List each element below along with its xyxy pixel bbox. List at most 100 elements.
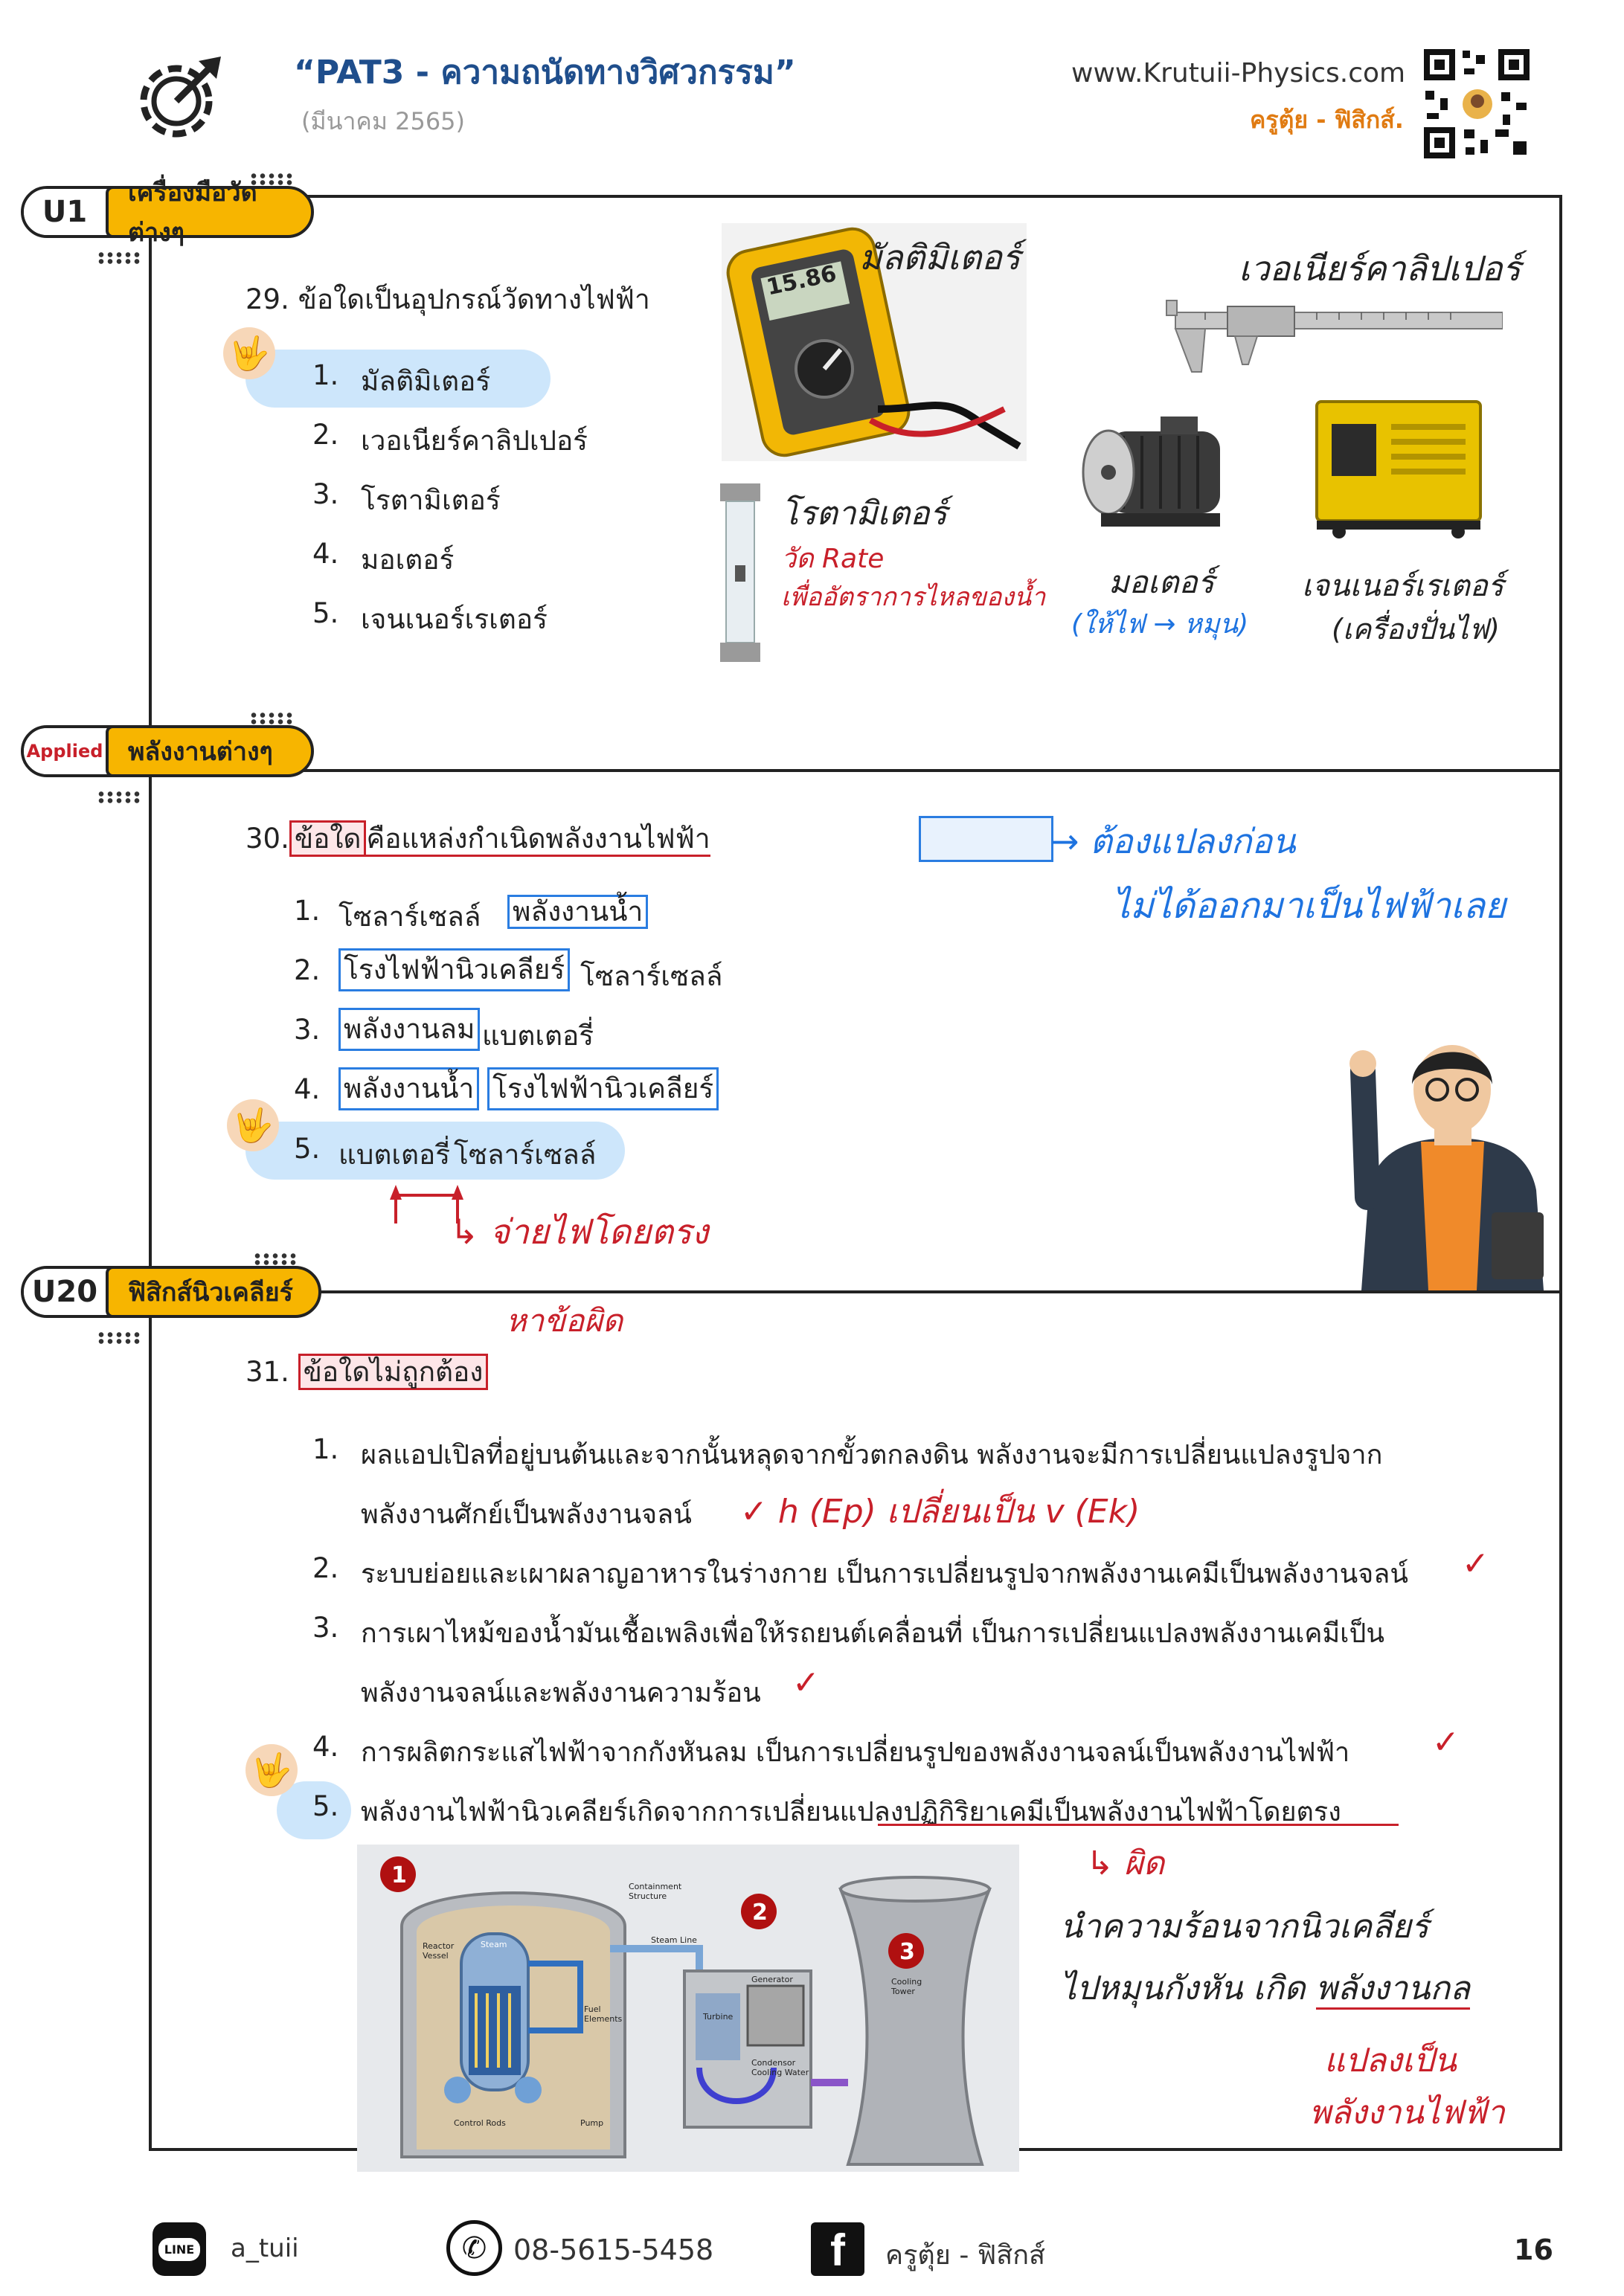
section-tag-u20: U20 ฟิสิกส์นิวเคลียร์ bbox=[21, 1266, 321, 1318]
option-b: แบตเตอรี่ bbox=[482, 1020, 594, 1052]
answer-highlight bbox=[277, 1781, 351, 1839]
diagram-label-condenser: Condensor Cooling Water bbox=[751, 2058, 809, 2077]
option-b: โซลาร์เซลล์ bbox=[580, 960, 723, 992]
page-title: “PAT3 - ความถนัดทางวิศวกรรม” bbox=[294, 54, 796, 91]
check-mark-icon: ✓ bbox=[1462, 1545, 1489, 1583]
note-must-convert: → ต้องแปลงก่อน bbox=[1050, 821, 1296, 861]
option-text: มอเตอร์ bbox=[361, 544, 455, 576]
option-text-line2: พลังงานศักย์เป็นพลังงานจลน์ bbox=[361, 1499, 692, 1530]
section-divider-1 bbox=[149, 769, 1562, 772]
answer-highlight bbox=[245, 350, 551, 408]
note-rotameter-flow: เพื่ออัตราการไหลของน้ำ bbox=[781, 582, 1046, 612]
option-number: 5. bbox=[312, 597, 339, 629]
note-motor: มอเตอร์ bbox=[1108, 564, 1215, 600]
line-icon[interactable]: LINE bbox=[153, 2222, 206, 2276]
website-link[interactable]: www.Krutuii-Physics.com bbox=[1071, 58, 1406, 89]
option-number: 4. bbox=[312, 1731, 339, 1763]
red-arrow-connector bbox=[387, 1179, 469, 1231]
generator-image bbox=[1309, 394, 1488, 539]
note-explanation-line1: นำความร้อนจากนิวเคลียร์ bbox=[1060, 1908, 1429, 1946]
question-number: 31. bbox=[245, 1356, 289, 1388]
option-text-line2: พลังงานจลน์และพลังงานความร้อน bbox=[361, 1678, 761, 1708]
check-mark-icon: ✓ bbox=[792, 1664, 820, 1702]
option-annotation: ✓ h (Ep) เปลี่ยนเป็น v (Ek) bbox=[740, 1493, 1140, 1531]
page-number: 16 bbox=[1514, 2234, 1553, 2266]
legend-box bbox=[919, 816, 1053, 862]
option-number: 2. bbox=[294, 954, 321, 986]
question-31: 31. ข้อใดไม่ถูกต้อง bbox=[245, 1350, 489, 1394]
option-text: ระบบย่อยและเผาผลาญอาหารในร่างกาย เป็นการ… bbox=[361, 1559, 1408, 1589]
note-motor-function: (ให้ไฟ → หมุน) bbox=[1071, 609, 1249, 640]
question-rest: คือแหล่งกำเนิดพลังงานไฟฟ้า bbox=[366, 823, 710, 857]
qr-code-icon[interactable] bbox=[1421, 46, 1532, 161]
note-explanation-line2: ไปหมุนกังหัน เกิด พลังงานกล bbox=[1060, 1962, 1470, 2014]
option-number: 4. bbox=[294, 1073, 321, 1105]
section-tag-number: Applied bbox=[24, 728, 106, 774]
check-mark-icon: ✓ bbox=[1432, 1723, 1460, 1761]
section-tag-number: U1 bbox=[24, 189, 106, 235]
option-a: แบตเตอรี่ bbox=[338, 1139, 451, 1171]
note-vernier: เวอเนียร์คาลิปเปอร์ bbox=[1239, 248, 1521, 289]
hand-pointer-icon: 🤟 bbox=[245, 1744, 298, 1796]
question-keyword-box: ข้อใด bbox=[289, 820, 367, 857]
note-generator-function: (เครื่องปั่นไฟ) bbox=[1332, 613, 1500, 646]
option-text: การผลิตกระแสไฟฟ้าจากกังหันลม เป็นการเปลี… bbox=[361, 1737, 1350, 1768]
decorative-dots bbox=[253, 1252, 298, 1266]
question-30: 30.ข้อใดคือแหล่งกำเนิดพลังงานไฟฟ้า bbox=[245, 817, 710, 861]
option-number: 3. bbox=[312, 478, 339, 510]
hand-pointer-icon: 🤟 bbox=[223, 327, 275, 379]
note-multimeter: มัลติมิเตอร์ bbox=[859, 237, 1021, 277]
teacher-photo bbox=[1347, 1019, 1559, 1290]
diagram-label-pump: Pump bbox=[580, 2118, 604, 2128]
red-underline bbox=[878, 1824, 1399, 1826]
section-divider-2 bbox=[149, 1290, 1562, 1293]
answer-highlight bbox=[245, 1122, 625, 1180]
facebook-page[interactable]: ครูตุ้ย - ฟิสิกส์ bbox=[885, 2240, 1045, 2271]
rotameter-image bbox=[714, 483, 766, 662]
line-id[interactable]: a_tuii bbox=[231, 2234, 299, 2263]
diagram-label-cooling-tower: Cooling Tower bbox=[891, 1977, 922, 1996]
diagram-label-containment: Containment Structure bbox=[629, 1882, 682, 1901]
diagram-label-steam: Steam bbox=[481, 1940, 507, 1949]
option-number: 3. bbox=[312, 1612, 339, 1644]
hand-pointer-icon: 🤟 bbox=[227, 1099, 279, 1151]
decorative-dots bbox=[97, 251, 141, 265]
option-text: เจนเนอร์เรเตอร์ bbox=[361, 603, 548, 635]
motor-image bbox=[1071, 409, 1242, 539]
note-direct-supply: ↳ จ่ายไฟโดยตรง bbox=[450, 1212, 709, 1252]
diagram-label-fuel: Fuel Elements bbox=[584, 2004, 623, 2024]
option-a: โรงไฟฟ้านิวเคลียร์ bbox=[338, 948, 571, 991]
diagram-label-reactor: Reactor Vessel bbox=[423, 1941, 455, 1961]
option-text: มัลติมิเตอร์ bbox=[361, 365, 491, 397]
question-number: 30. bbox=[245, 823, 289, 855]
page-subtitle: (มีนาคม 2565) bbox=[301, 107, 466, 135]
option-text: เวอเนียร์คาลิปเปอร์ bbox=[361, 425, 588, 457]
phone-icon[interactable]: ✆ bbox=[446, 2220, 502, 2276]
option-number: 1. bbox=[312, 1433, 339, 1465]
nuclear-plant-diagram: 1 2 3 Containment Structure Reactor Vess… bbox=[357, 1845, 1019, 2172]
option-a: พลังงานลม bbox=[338, 1008, 481, 1051]
option-text: ผลแอปเปิลที่อยู่บนต้นและจากนั้นหลุดจากขั… bbox=[361, 1440, 1383, 1470]
option-number: 5. bbox=[312, 1790, 339, 1822]
option-a: พลังงานน้ำ bbox=[338, 1067, 480, 1110]
note-generator: เจนเนอร์เรเตอร์ bbox=[1302, 569, 1504, 603]
note-electrical-energy: พลังงานไฟฟ้า bbox=[1309, 2094, 1505, 2132]
decorative-dots bbox=[97, 791, 141, 804]
section-tag-label: ฟิสิกส์นิวเคลียร์ bbox=[106, 1266, 321, 1318]
diagram-label-generator: Generator bbox=[751, 1975, 793, 1984]
decorative-dots bbox=[97, 1331, 141, 1345]
note-wrong: ↳ ผิด bbox=[1086, 1845, 1165, 1882]
section-tag-label: เครื่องมือวัดต่างๆ bbox=[106, 178, 314, 248]
option-a: โซลาร์เซลล์ bbox=[338, 901, 481, 933]
option-text: โรตามิเตอร์ bbox=[361, 484, 501, 516]
facebook-icon[interactable]: f bbox=[811, 2222, 864, 2276]
multimeter-image: 15.86 bbox=[722, 223, 1027, 461]
section-tag-applied: Applied พลังงานต่างๆ bbox=[21, 725, 314, 777]
diagram-label-steam-line: Steam Line bbox=[651, 1935, 697, 1945]
note-find-wrong: หาข้อผิด bbox=[506, 1302, 623, 1339]
phone-number[interactable]: 08-5615-5458 bbox=[513, 2234, 714, 2266]
option-text: การเผาไหม้ของน้ำมันเชื้อเพลิงเพื่อให้รถย… bbox=[361, 1618, 1384, 1649]
vernier-caliper-image bbox=[1161, 298, 1503, 379]
diagram-number-2: 2 bbox=[752, 1900, 768, 1926]
option-number: 1. bbox=[312, 359, 339, 391]
